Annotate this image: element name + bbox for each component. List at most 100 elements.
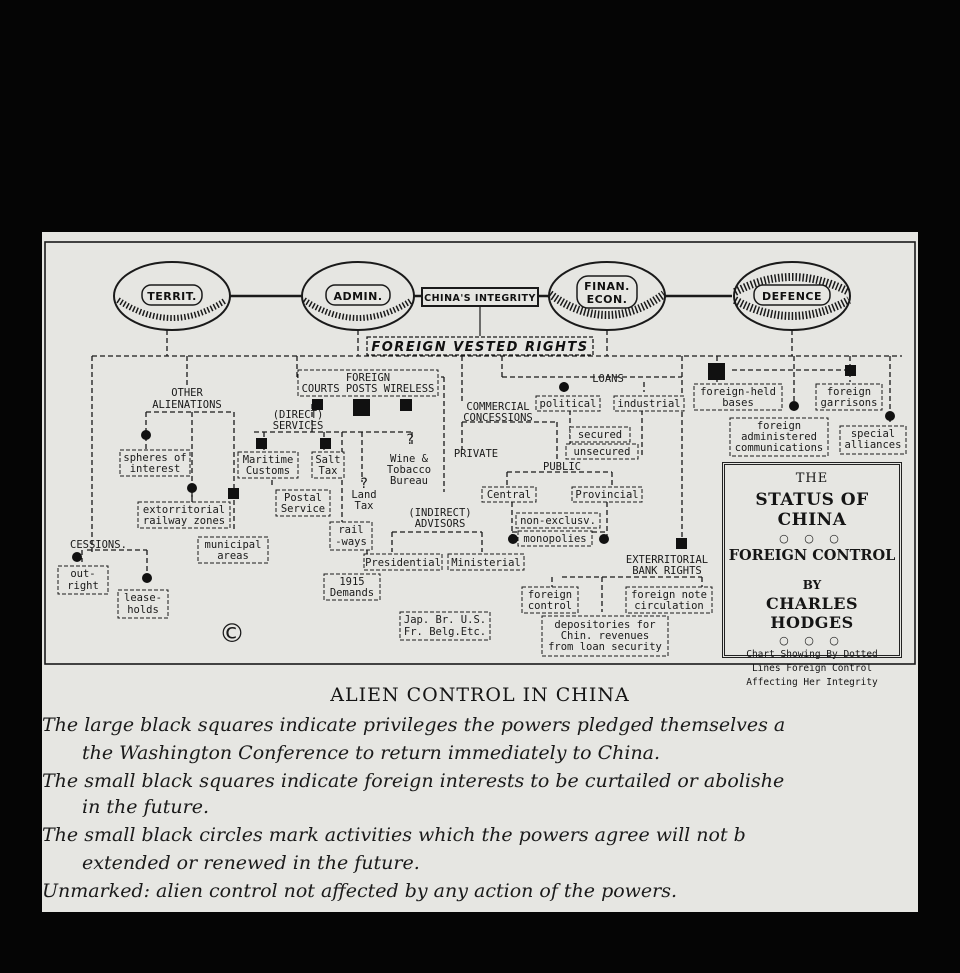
small-square-marker [256, 438, 267, 449]
railways-1: rail [338, 524, 363, 536]
oval-defence-label: DEFENCE [762, 290, 822, 303]
question-mark-1: ? [406, 432, 414, 448]
direct-2: SERVICES [273, 420, 324, 432]
note-1: foreign note [631, 589, 707, 601]
title-by: BY [802, 578, 822, 592]
outright-1: out- [70, 568, 95, 580]
node-labels: OTHER ALIENATIONS spheres of interest ex… [57, 369, 907, 657]
oval-defence: DEFENCE [733, 261, 851, 331]
circle-marker [508, 534, 518, 544]
title-box: THE STATUS OF CHINA ○ ○ ○ FOREIGN CONTRO… [722, 462, 902, 688]
comms-1: foreign [757, 420, 801, 432]
foreign-control-1: foreign [528, 589, 572, 601]
maritime-1: Maritime [243, 454, 294, 466]
powers-1: Jap. Br. U.S. [404, 614, 486, 626]
lantern-slide: TERRIT. ADMIN. FINAN. ECON. DEFENCE CHIN… [42, 232, 918, 912]
circle-marker [885, 411, 895, 421]
demands-1: 1915 [339, 576, 364, 588]
indirect-1: (INDIRECT) [408, 507, 471, 519]
circle-marker [599, 534, 609, 544]
other-alienations-2: ALIENATIONS [152, 399, 222, 411]
postal-1: Postal [284, 492, 322, 504]
oval-admin: ADMIN. [301, 261, 415, 331]
title-author: CHARLES HODGES [765, 594, 859, 632]
wine-3: Bureau [390, 475, 428, 487]
industrial: industrial [617, 398, 680, 410]
salt-2: Tax [319, 465, 338, 477]
small-square-marker [845, 365, 856, 376]
postal-2: Service [281, 503, 325, 515]
land-2: Tax [355, 500, 374, 512]
oval-econ-label: ECON. [587, 293, 628, 306]
oval-territ: TERRIT. [113, 261, 231, 331]
title-status: STATUS OF CHINA [755, 490, 869, 530]
foreign-2: COURTS POSTS WIRELESS [302, 383, 435, 395]
bases-1: foreign-held [700, 386, 776, 398]
caption-line-2a: The small black squares indicate foreign… [42, 770, 785, 792]
title-circles-2: ○ ○ ○ [779, 634, 845, 647]
monopolies: monopolies [523, 533, 586, 545]
title-line-2: Lines Foreign Control [751, 663, 873, 674]
circle-marker [559, 382, 569, 392]
leaseholds-2: holds [127, 604, 159, 616]
provincial: Provincial [575, 489, 638, 501]
powers-2: Fr. Belg.Etc. [404, 626, 486, 638]
caption-line-1b: the Washington Conference to return imme… [82, 742, 661, 764]
wine-2: Tobacco [387, 464, 431, 476]
small-square-marker [228, 488, 239, 499]
question-mark-2: ? [360, 476, 368, 492]
caption-title: ALIEN CONTROL IN CHINA [330, 684, 630, 706]
control-diagram: TERRIT. ADMIN. FINAN. ECON. DEFENCE CHIN… [44, 241, 916, 665]
bank-1: EXTERRITORIAL [626, 554, 708, 566]
spheres-2: interest [130, 463, 181, 475]
bases-2: bases [722, 397, 754, 409]
secured: secured [578, 429, 622, 441]
caption-line-2b: in the future. [82, 796, 210, 818]
commercial-1: COMMERCIAL [466, 401, 529, 413]
other-alienations-1: OTHER [171, 387, 203, 399]
note-2: circulation [634, 600, 704, 612]
direct-1: (DIRECT) [273, 409, 324, 421]
extraterritorial-1: extorritorial [143, 504, 225, 516]
garrisons-2: garrisons [821, 397, 878, 409]
caption-line-4: Unmarked: alien control not affected by … [42, 880, 678, 902]
caption: ALIEN CONTROL IN CHINA The large black s… [42, 672, 918, 912]
commercial-2: CONCESSIONS [463, 412, 533, 424]
extraterritorial-2: railway zones [143, 515, 225, 527]
maritime-2: Customs [246, 465, 290, 477]
circle-marker [187, 483, 197, 493]
circle-marker [789, 401, 799, 411]
title-the: THE [795, 471, 829, 486]
small-square-marker [400, 399, 412, 411]
caption-line-3a: The small black circles mark activities … [42, 824, 746, 846]
caption-line-3b: extended or renewed in the future. [82, 852, 420, 874]
depositories-1: depositories for [554, 619, 655, 631]
comms-2: administered [741, 431, 817, 443]
title-control: FOREIGN CONTROL [728, 547, 896, 564]
foreign-1: FOREIGN [346, 372, 390, 384]
oval-territ-label: TERRIT. [147, 290, 197, 303]
cessions-label: CESSIONS. [70, 539, 127, 551]
oval-finan: FINAN. ECON. [547, 261, 667, 331]
foreign-control-2: control [528, 600, 572, 612]
political: political [540, 398, 597, 410]
circle-marker [141, 430, 151, 440]
railways-2: -ways [335, 536, 367, 548]
presidential: Presidential [365, 557, 441, 569]
demands-2: Demands [330, 587, 374, 599]
municipal-2: areas [217, 550, 249, 562]
salt-1: Salt [315, 454, 340, 466]
foreign-vested-rights-banner: FOREIGN VESTED RIGHTS [371, 340, 588, 355]
private-label: PRIVATE [454, 448, 498, 460]
circle-marker [142, 573, 152, 583]
ministerial: Ministerial [451, 557, 521, 569]
land-1: Land [351, 489, 376, 501]
markers [72, 363, 895, 583]
wine-1: Wine & [390, 453, 429, 465]
circle-marker [72, 552, 82, 562]
spheres-1: spheres of [123, 452, 186, 464]
comms-3: communications [735, 442, 824, 454]
bank-2: BANK RIGHTS [632, 565, 702, 577]
title-line-1: Chart Showing By Dotted [746, 649, 878, 660]
oval-admin-label: ADMIN. [333, 290, 382, 303]
